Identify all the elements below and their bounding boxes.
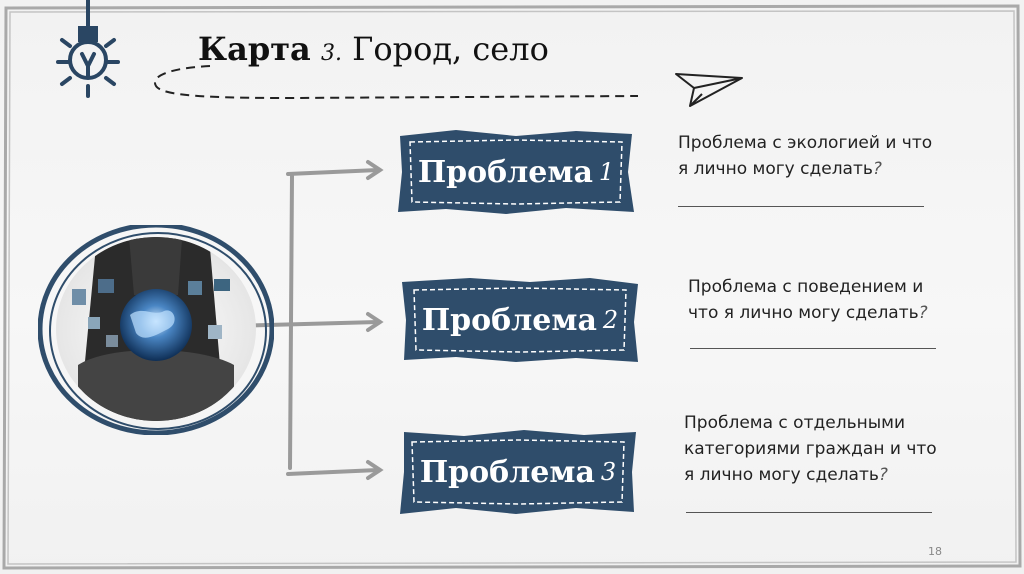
question-mark: ?: [873, 159, 882, 179]
lightbulb-icon: [48, 0, 128, 110]
answer-line-1[interactable]: [678, 206, 924, 207]
problem-title: Проблема: [418, 155, 593, 190]
question-mark: ?: [919, 303, 928, 323]
description-line: я лично могу сделать?: [684, 462, 1004, 488]
problem-number: 2: [603, 306, 618, 334]
description-line: Проблема с экологией и что: [678, 130, 998, 156]
title-dashed-line: [150, 62, 640, 107]
description-line: Проблема с отдельными: [684, 410, 1004, 436]
question-mark: ?: [879, 465, 888, 485]
answer-line-2[interactable]: [690, 348, 936, 349]
problem-description-3: Проблема с отдельными категориями гражда…: [684, 410, 1004, 488]
answer-line-3[interactable]: [686, 512, 932, 513]
problem-number: 1: [599, 158, 614, 186]
description-line: я лично могу сделать?: [678, 156, 998, 182]
description-line: категориями граждан и что: [684, 436, 1004, 462]
page-number: 18: [928, 545, 942, 558]
problem-title: Проблема: [422, 303, 597, 338]
problem-number: 3: [601, 458, 616, 486]
problem-description-1: Проблема с экологией и что я лично могу …: [678, 130, 998, 182]
paper-plane-icon: [672, 68, 746, 110]
problem-title: Проблема: [420, 455, 595, 490]
description-line: Проблема с поведением и: [688, 274, 1008, 300]
globe-hands-image: [38, 225, 274, 435]
description-line: что я лично могу сделать?: [688, 300, 1008, 326]
problem-description-2: Проблема с поведением и что я лично могу…: [688, 274, 1008, 326]
